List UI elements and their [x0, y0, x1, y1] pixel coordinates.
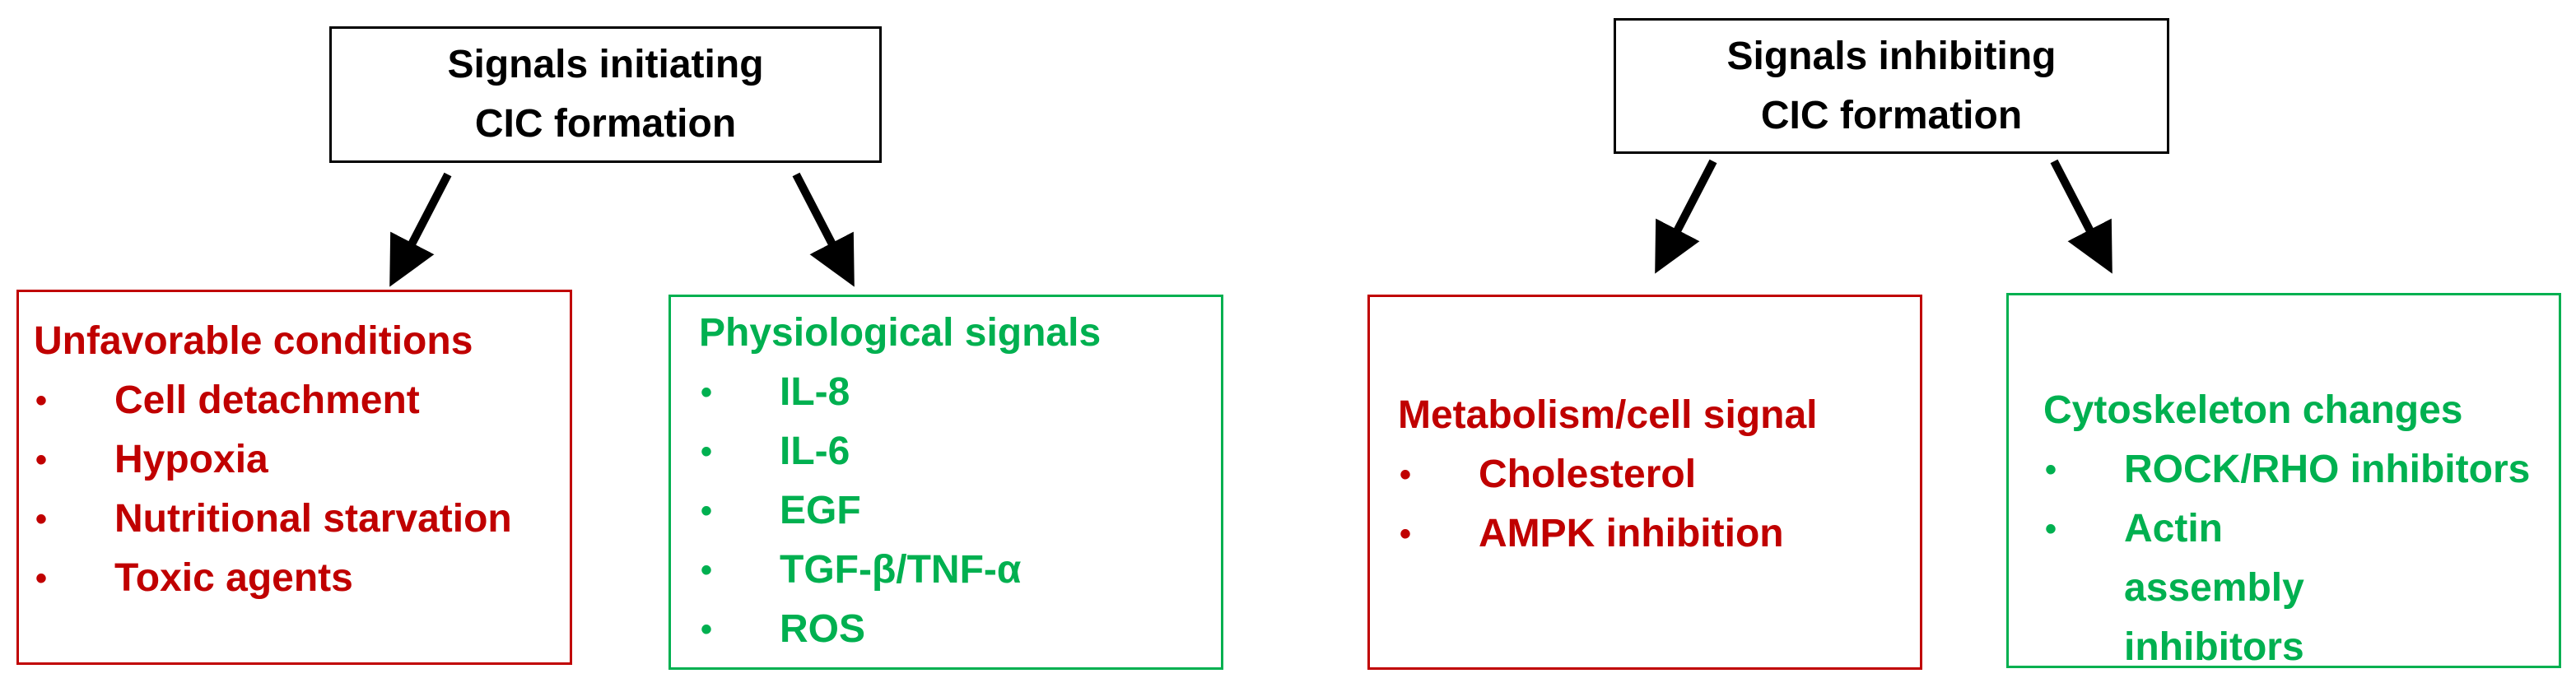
signals-inhibiting-box: Signals inhibiting CIC formation	[1614, 18, 2169, 154]
bullet-icon: •	[35, 442, 48, 478]
cytoskeleton-changes-list: • ROCK/RHO inhibitors • Actin assembly inh…	[2043, 440, 2559, 677]
item-text: AMPK inhibition	[1479, 512, 1784, 555]
bullet-icon: •	[1400, 516, 1412, 552]
item-text: EGF	[780, 489, 861, 532]
list-item: • ROS	[699, 600, 1221, 659]
item-text: ROS	[780, 607, 866, 651]
item-text: Cholesterol	[1479, 453, 1697, 496]
bullet-icon: •	[701, 552, 713, 588]
list-item: • Toxic agents	[34, 549, 570, 608]
signals-initiating-box: Signals initiating CIC formation	[329, 26, 882, 163]
item-text: Toxic agents	[114, 556, 353, 600]
cytoskeleton-changes-title: Cytoskeleton changes	[2043, 388, 2463, 432]
bullet-icon: •	[2045, 511, 2057, 547]
metabolism-cell-signal-title: Metabolism/cell signal	[1398, 393, 1818, 437]
cytoskeleton-changes-box: Cytoskeleton changes • ROCK/RHO inhibitor…	[2006, 293, 2561, 669]
signals-initiating-title-line1: Signals initiating	[447, 43, 764, 86]
bullet-icon: •	[701, 493, 713, 529]
item-text: ROCK/RHO inhibitors	[2124, 448, 2531, 491]
arrow-initiating-to-unfavorable	[389, 172, 452, 287]
signals-inhibiting-title-line2: CIC formation	[1760, 93, 2023, 137]
list-item: • Cholesterol	[1398, 445, 1920, 504]
signals-initiating-title-line2: CIC formation	[474, 102, 737, 146]
list-item: • Actin assembly inhibitors	[2043, 499, 2379, 677]
item-text: TGF-β/TNF-α	[780, 548, 1022, 592]
bullet-icon: •	[2045, 452, 2057, 488]
signals-inhibiting-title-line1: Signals inhibiting	[1726, 34, 2057, 78]
item-text: IL-8	[780, 370, 850, 414]
bullet-icon: •	[1400, 457, 1412, 493]
list-item: • Nutritional starvation	[34, 490, 570, 549]
bullet-icon: •	[35, 383, 48, 419]
bullet-icon: •	[701, 434, 713, 470]
unfavorable-conditions-title: Unfavorable conditions	[34, 319, 473, 363]
metabolism-cell-signal-list: • Cholesterol • AMPK inhibition	[1398, 445, 1920, 564]
list-item: • IL-8	[699, 363, 1221, 422]
bullet-icon: •	[35, 501, 48, 537]
list-item: • ROCK/RHO inhibitors	[2043, 440, 2559, 499]
physiological-signals-list: • IL-8 • IL-6 • EGF • TGF-β/TNF-α • ROS	[699, 363, 1221, 659]
arrow-initiating-to-physiological	[792, 172, 855, 287]
arrow-inhibiting-to-cytoskeleton	[2050, 159, 2113, 274]
bullet-icon: •	[701, 374, 713, 411]
item-text: Nutritional starvation	[114, 497, 512, 541]
bullet-icon: •	[701, 611, 713, 648]
bullet-icon: •	[35, 560, 48, 597]
list-item: • TGF-β/TNF-α	[699, 541, 1221, 600]
metabolism-cell-signal-box: Metabolism/cell signal • Cholesterol • AMP…	[1367, 295, 1922, 670]
list-item: • Cell detachment	[34, 371, 570, 430]
item-text: IL-6	[780, 430, 850, 473]
list-item: • AMPK inhibition	[1398, 504, 1920, 564]
item-text: Hypoxia	[114, 438, 268, 481]
physiological-signals-title: Physiological signals	[699, 311, 1102, 355]
item-text: Cell detachment	[114, 379, 420, 422]
list-item: • Hypoxia	[34, 430, 570, 490]
unfavorable-conditions-list: • Cell detachment • Hypoxia • Nutritional s…	[34, 371, 570, 608]
list-item: • IL-6	[699, 422, 1221, 481]
arrow-inhibiting-to-metabolism	[1655, 159, 1717, 274]
unfavorable-conditions-box: Unfavorable conditions • Cell detachment …	[16, 290, 572, 665]
item-text: Actin assembly inhibitors	[2124, 507, 2304, 669]
list-item: • EGF	[699, 481, 1221, 541]
physiological-signals-box: Physiological signals • IL-8 • IL-6 • EGF •…	[668, 295, 1223, 670]
